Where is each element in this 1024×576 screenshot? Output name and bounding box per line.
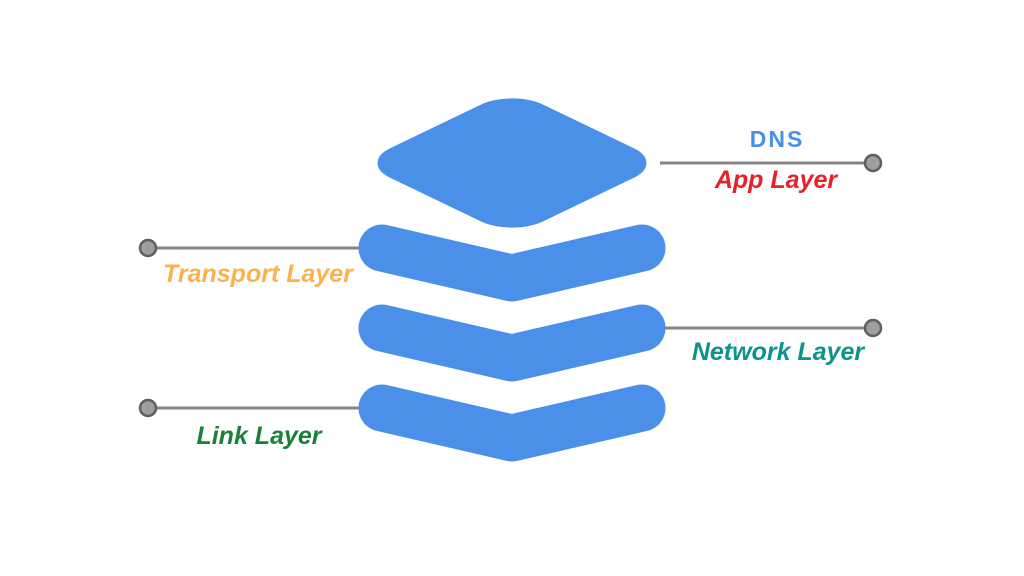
link-layer-shape <box>358 384 666 462</box>
connector-dot-transport <box>138 238 158 258</box>
app-layer-shape <box>377 98 647 228</box>
transport-layer-shape <box>358 224 666 302</box>
link-layer-label: Link Layer <box>196 422 322 450</box>
app-layer-label: App Layer <box>714 166 838 194</box>
connector-lines <box>148 161 872 410</box>
network-layer-label: Network Layer <box>691 338 865 366</box>
layer-stack-icon <box>358 98 666 462</box>
transport-layer-label: Transport Layer <box>163 260 353 288</box>
connector-dot-network <box>863 318 883 338</box>
connector-dot-link <box>138 398 158 418</box>
network-layer-shape <box>358 304 666 382</box>
dns-label: DNS <box>749 126 805 152</box>
connector-dots <box>138 153 883 418</box>
connector-dot-app <box>863 153 883 173</box>
